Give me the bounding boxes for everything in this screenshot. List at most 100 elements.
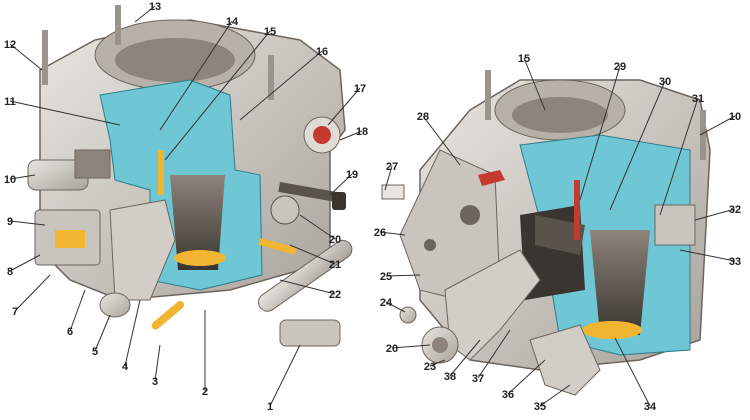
callout-leader-right-24: [385, 301, 406, 313]
right-linkage: [529, 324, 601, 396]
callout-leader-right-32: [694, 208, 736, 221]
right-stud-left: [485, 70, 491, 120]
callout-leader-right-10: [699, 115, 736, 136]
callout-leader-right-34: [614, 337, 651, 407]
callout-label-right-35: 35: [534, 401, 546, 413]
callout-leader-right-15: [523, 57, 546, 111]
callout-label-left-13: 13: [149, 1, 161, 13]
callout-leader-right-38: [449, 339, 481, 377]
callout-label-right-34: 34: [644, 401, 657, 413]
callout-leader-left-15: [164, 30, 271, 161]
callout-leader-left-13: [134, 5, 156, 23]
callout-label-right-20: 20: [386, 343, 398, 355]
callout-leader-right-31: [659, 97, 699, 216]
left-fitting-5: [99, 292, 131, 318]
left-carburetor: [27, 5, 353, 347]
callout-leader-left-10: [9, 174, 36, 180]
callout-leader-right-29: [579, 65, 621, 201]
fuel-fitting-1: [258, 239, 353, 347]
callout-label-left-3: 3: [152, 376, 158, 388]
callout-label-left-10: 10: [4, 174, 16, 186]
callout-leader-left-19: [329, 173, 353, 196]
callout-label-left-1: 1: [267, 401, 273, 413]
callout-leader-left-5: [94, 314, 111, 352]
callout-leader-left-12: [9, 43, 43, 71]
left-bracket: [109, 199, 176, 301]
callout-label-right-30: 30: [659, 76, 671, 88]
callout-label-left-18: 18: [356, 126, 368, 138]
callout-label-right-25: 25: [380, 271, 392, 283]
right-connector: [381, 184, 405, 200]
callout-leader-left-20: [299, 214, 336, 240]
right-ball-24: [399, 306, 417, 324]
callout-leader-right-20: [391, 344, 431, 349]
right-side-part: [654, 204, 696, 246]
callout-label-right-37: 37: [472, 373, 484, 385]
callout-leader-left-1: [269, 344, 301, 407]
callout-label-left-20: 20: [329, 234, 341, 246]
callout-label-right-10: 10: [729, 111, 741, 123]
callout-leader-right-27: [384, 165, 393, 191]
callout-leader-left-22: [279, 279, 336, 295]
callout-leader-left-14: [159, 20, 233, 131]
callout-leader-right-28: [422, 115, 461, 166]
callout-label-right-24: 24: [380, 297, 393, 309]
callout-leader-right-26: [379, 231, 406, 236]
callout-label-right-15: 15: [518, 53, 530, 65]
callout-label-left-22: 22: [329, 289, 341, 301]
left-stud-13: [115, 5, 121, 45]
callout-label-right-23: 23: [424, 361, 436, 373]
left-pin-3: [151, 300, 185, 330]
right-stud-right: [700, 110, 706, 160]
callout-label-right-38: 38: [444, 371, 456, 383]
callout-leader-right-25: [385, 274, 421, 277]
callout-label-right-33: 33: [729, 256, 741, 268]
callout-label-left-15: 15: [264, 26, 276, 38]
callout-leader-right-35: [539, 384, 571, 407]
callout-leader-right-30: [609, 80, 666, 211]
callout-label-right-26: 26: [374, 227, 386, 239]
callout-label-right-32: 32: [729, 204, 741, 216]
callout-leader-left-9: [9, 220, 46, 226]
callout-label-left-21: 21: [329, 259, 341, 271]
left-spring: [270, 195, 300, 225]
callout-label-left-7: 7: [12, 306, 18, 318]
callout-leader-left-6: [69, 289, 86, 332]
callout-leader-left-16: [239, 50, 323, 121]
callout-label-left-2: 2: [202, 386, 208, 398]
right-carburetor: [381, 70, 711, 396]
callout-label-right-29: 29: [614, 61, 626, 73]
callout-label-left-16: 16: [316, 46, 328, 58]
callout-label-left-12: 12: [4, 39, 16, 51]
callout-label-left-19: 19: [346, 169, 358, 181]
callout-leader-right-33: [679, 249, 736, 262]
right-venturi: [590, 230, 650, 335]
left-stud-12: [42, 30, 48, 85]
callout-label-left-14: 14: [226, 16, 239, 28]
callout-label-left-4: 4: [122, 361, 129, 373]
callouts: 1234567891011121314151617181920212210152…: [4, 1, 741, 413]
callout-label-left-6: 6: [67, 326, 73, 338]
callout-label-left-11: 11: [4, 96, 16, 108]
callout-label-right-36: 36: [502, 389, 514, 401]
callout-leader-right-37: [477, 329, 511, 379]
right-needle: [574, 180, 580, 240]
right-spring: [478, 170, 505, 186]
callout-leader-left-17: [327, 87, 361, 126]
callout-leader-left-21: [289, 244, 336, 265]
left-screw-19: [278, 182, 340, 203]
callout-label-left-9: 9: [7, 216, 13, 228]
left-screw-21: [258, 237, 297, 255]
callout-leader-left-18: [339, 130, 363, 141]
left-venturi: [170, 175, 225, 270]
left-jet: [158, 150, 164, 195]
callout-label-right-27: 27: [386, 161, 398, 173]
callout-leader-left-4: [124, 299, 141, 367]
callout-label-left-17: 17: [354, 83, 366, 95]
callout-leader-left-8: [9, 254, 41, 272]
callout-leader-left-11: [9, 100, 121, 126]
callout-leader-left-3: [154, 344, 161, 382]
left-throttle-plate: [174, 250, 226, 266]
callout-label-left-5: 5: [92, 346, 98, 358]
